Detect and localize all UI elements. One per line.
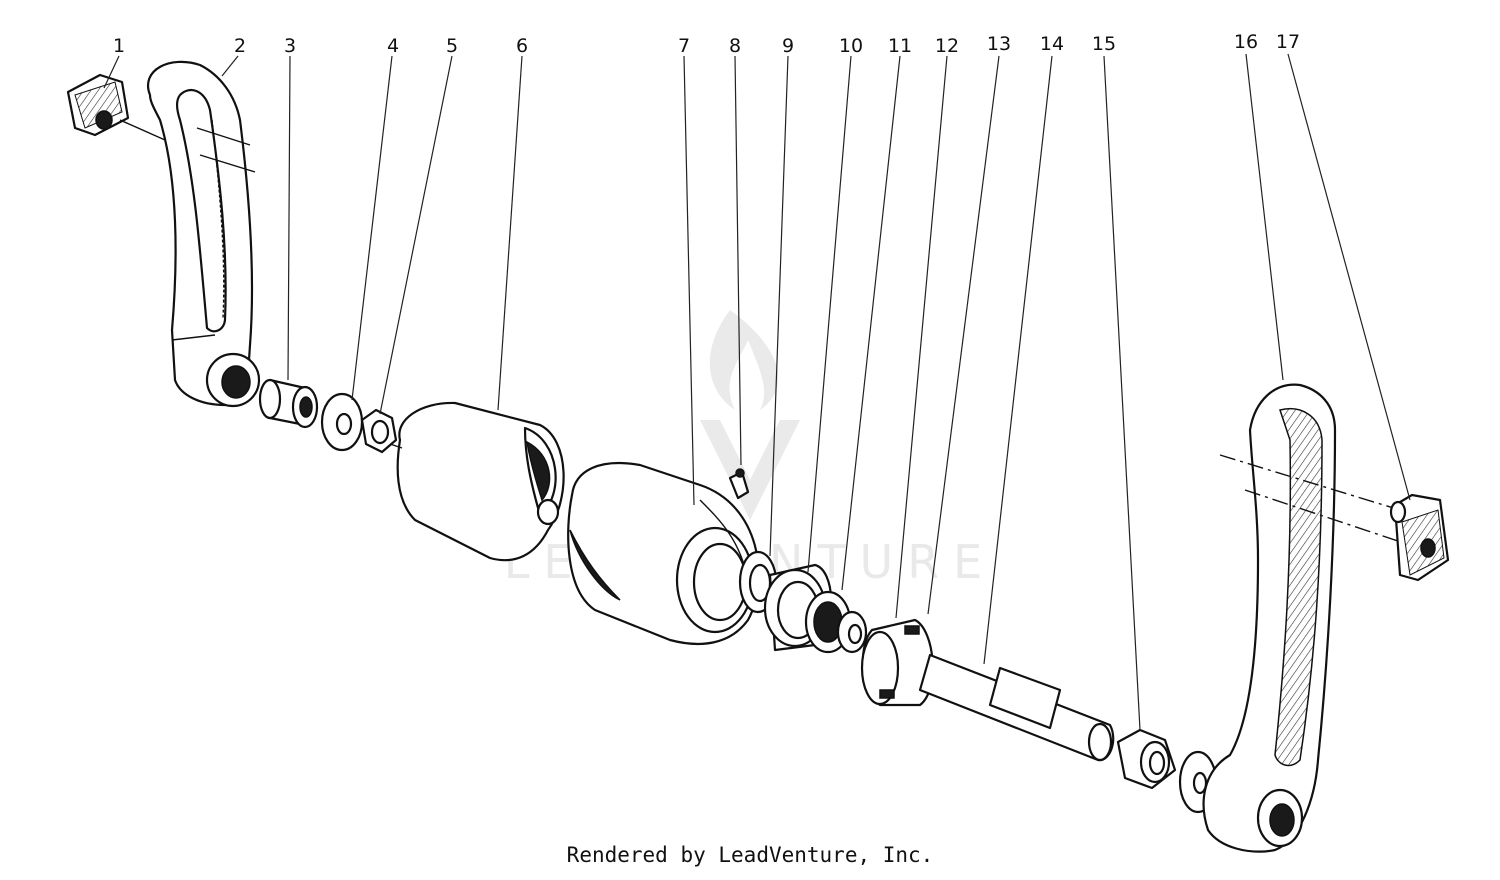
callout-15: 15 xyxy=(1092,33,1116,55)
grease-fitting xyxy=(728,468,750,500)
drive-shaft xyxy=(918,653,1115,762)
callout-13: 13 xyxy=(987,33,1011,55)
callout-2: 2 xyxy=(234,35,246,57)
right-crank-arm xyxy=(1202,383,1411,853)
left-crank-arm xyxy=(147,60,261,408)
callout-1: 1 xyxy=(113,35,125,57)
left-pedal-block xyxy=(66,73,166,141)
watermark-logo xyxy=(700,310,800,520)
callout-12: 12 xyxy=(935,35,959,57)
washer-left xyxy=(320,392,364,452)
callout-14: 14 xyxy=(1040,33,1064,55)
callout-7: 7 xyxy=(678,35,690,57)
callout-6: 6 xyxy=(516,35,528,57)
bushing xyxy=(258,378,319,429)
callout-9: 9 xyxy=(782,35,794,57)
callout-10: 10 xyxy=(839,35,863,57)
callout-11: 11 xyxy=(888,35,912,57)
housing-left-half xyxy=(389,401,565,562)
callout-labels: 1 2 3 4 5 6 7 8 9 10 11 12 13 14 15 16 1… xyxy=(113,31,1300,57)
hex-nut-right xyxy=(1116,728,1177,790)
right-pedal-block xyxy=(1389,493,1450,582)
callout-17: 17 xyxy=(1276,31,1300,53)
callout-3: 3 xyxy=(284,35,296,57)
nut-left xyxy=(360,408,398,454)
roller-bearing xyxy=(804,590,868,654)
callout-8: 8 xyxy=(729,35,741,57)
callout-5: 5 xyxy=(446,35,458,57)
leader-lines xyxy=(103,53,1411,731)
callout-4: 4 xyxy=(387,35,399,57)
housing-right-half xyxy=(567,461,760,646)
callout-16: 16 xyxy=(1234,31,1258,53)
shaft-collar xyxy=(860,618,934,707)
render-credit: Rendered by LeadVenture, Inc. xyxy=(566,843,934,867)
